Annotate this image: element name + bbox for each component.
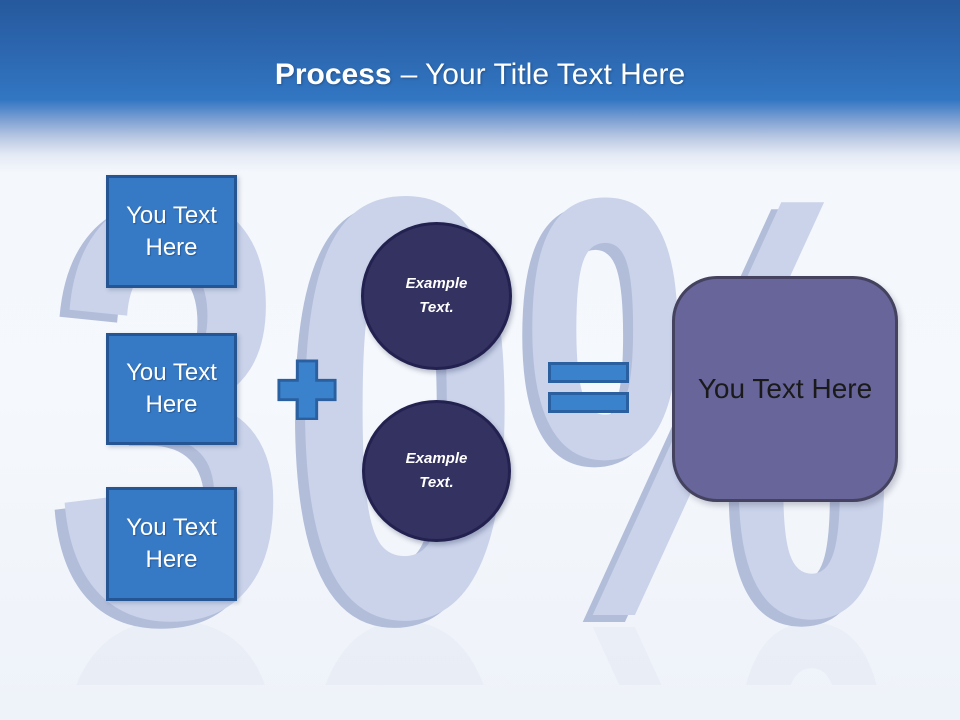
equals-icon-bar-bottom bbox=[548, 392, 629, 413]
input-box-2-label: You Text Here bbox=[126, 359, 217, 418]
equals-operator bbox=[548, 362, 629, 413]
example-circle-2-label: Example Text. bbox=[405, 450, 468, 491]
slide-title-rest: – Your Title Text Here bbox=[400, 58, 686, 91]
plus-icon bbox=[277, 359, 337, 421]
input-box-1-label: You Text Here bbox=[126, 201, 217, 261]
slide-title-emphasis: Process bbox=[274, 58, 392, 91]
result-box: You Text Here bbox=[672, 276, 898, 502]
input-box-3: You Text Here bbox=[106, 487, 237, 601]
example-circle-2: Example Text. bbox=[362, 400, 511, 542]
input-box-2: You Text Here bbox=[106, 333, 237, 445]
input-box-3-label: You Text Here bbox=[126, 514, 217, 573]
header-band bbox=[0, 0, 960, 172]
example-circle-1: Example Text. bbox=[361, 222, 512, 370]
plus-operator bbox=[276, 358, 338, 421]
input-box-1: You Text Here bbox=[106, 175, 237, 288]
example-circle-1-label: Example Text. bbox=[405, 275, 468, 316]
equals-icon-bar-top bbox=[548, 362, 629, 383]
slide-title: Process– Your Title Text Here bbox=[0, 55, 960, 95]
result-box-label: You Text Here bbox=[697, 373, 873, 404]
